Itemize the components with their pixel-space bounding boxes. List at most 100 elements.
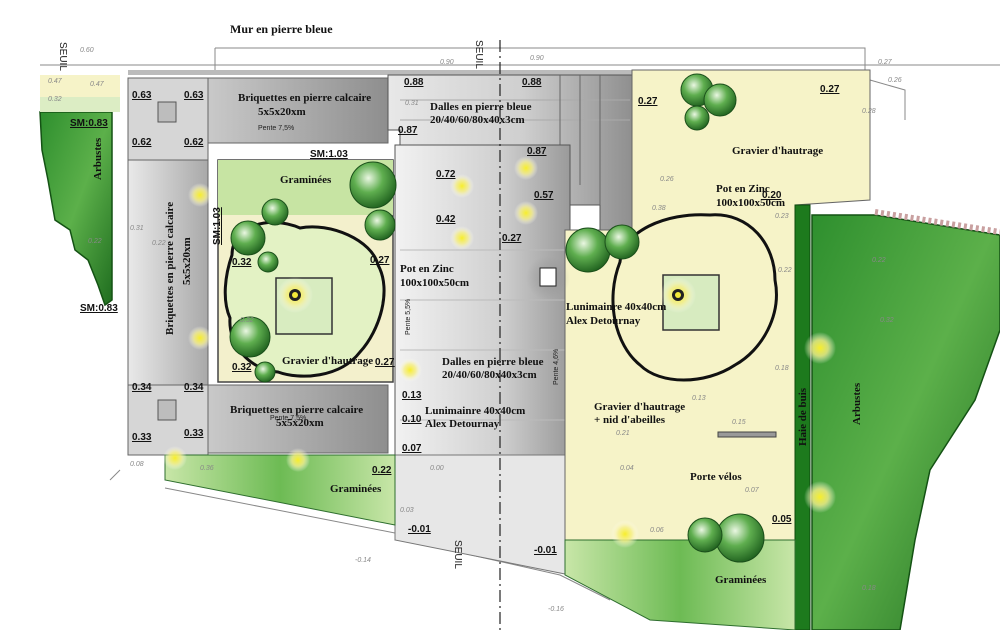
dim: SM:0.83 <box>80 303 118 314</box>
dim: 0.34 <box>184 382 204 393</box>
hedge-buis <box>794 204 811 630</box>
dim: SM:1.03 <box>310 149 348 160</box>
dim: 0.62 <box>132 137 152 148</box>
spot-level: 0.60 <box>80 47 94 54</box>
spot-level: 0.04 <box>620 465 634 472</box>
dim: 0.63 <box>184 90 204 101</box>
pot-right-title: Pot en Zinc <box>716 183 770 195</box>
dim: -0.01 <box>534 545 557 556</box>
dim: 0.20 <box>762 190 782 201</box>
spot-level: 0.00 <box>430 465 444 472</box>
gravier-right-top: Gravier d'hautrage <box>732 145 823 157</box>
dim: 0.62 <box>184 137 204 148</box>
dim: 0.87 <box>527 146 547 157</box>
spot-level: 0.32 <box>48 96 62 103</box>
briq-side-size: 5x5x20xm <box>181 237 193 285</box>
spot-level: 0.26 <box>660 176 674 183</box>
spot-level: 0.08 <box>130 461 144 468</box>
pot-left-title: Pot en Zinc <box>400 263 454 275</box>
dim: 0.05 <box>772 514 792 525</box>
dim: 0.27 <box>638 96 658 107</box>
pot-right-size: 100x100x50cm <box>716 197 785 209</box>
spot-level: 0.90 <box>530 55 544 62</box>
slope-a: Pente 5,5% <box>405 299 412 335</box>
briq-top-slope: Pente 7,5% <box>258 125 294 132</box>
lumi-right-title: Lunimainre 40x40cm <box>566 301 666 313</box>
dim: 0.27 <box>820 84 840 95</box>
briquettes-band-top <box>207 77 389 144</box>
spot-level: 0.28 <box>862 108 876 115</box>
spot-level: 0.36 <box>200 465 214 472</box>
dim: 0.33 <box>132 432 152 443</box>
spot-level: -0.16 <box>548 606 564 613</box>
dim: 0.32 <box>232 362 252 373</box>
dalles-top-title: Dalles en pierre bleue <box>430 101 532 113</box>
briq-bot-size: 5x5x20xm <box>276 417 324 429</box>
seuil-bottom-label: SEUIL <box>452 540 463 569</box>
grass-strip-bottom-left <box>164 454 396 526</box>
spot-level: 0.90 <box>440 59 454 66</box>
dimension-labels: SM:0.83 SM:0.83 0.63 0.63 0.62 0.62 SM:1… <box>70 77 840 556</box>
velos-label: Porte vélos <box>690 471 742 483</box>
spot-level: 0.13 <box>692 395 706 402</box>
slope-b: Pente 4,6% <box>553 349 560 385</box>
seuil-mid-label: SEUIL <box>473 40 484 69</box>
dim: 0.32 <box>232 257 252 268</box>
spot-level: 0.31 <box>130 225 144 232</box>
pot-left-size: 100x100x50cm <box>400 277 469 289</box>
light-fixtures <box>163 156 836 548</box>
dalles-mid-size: 20/40/60/80x40x3cm <box>442 369 537 381</box>
briq-bot-slope: Pente 7,5% <box>270 415 306 422</box>
dim: 0.13 <box>402 390 422 401</box>
shrub-bed-left <box>39 75 120 307</box>
briquettes-band-bottom <box>207 384 389 454</box>
dim: 0.33 <box>184 428 204 439</box>
haie-label: Haie de buis <box>797 387 809 446</box>
dim: 0.27 <box>375 357 395 368</box>
gravier-right-mid: Gravier d'hautrage <box>594 401 685 413</box>
spot-level: 0.32 <box>880 317 894 324</box>
briq-bot-title: Briquettes en pierre calcaire <box>230 404 363 416</box>
dim: 0.42 <box>436 214 456 225</box>
dim: 0.34 <box>132 382 152 393</box>
spot-level: 0.38 <box>652 205 666 212</box>
spot-level: 0.21 <box>616 430 630 437</box>
spot-level: 0.07 <box>745 487 760 494</box>
dim: 0.27 <box>502 233 522 244</box>
spot-level: 0.22 <box>872 257 886 264</box>
spot-level: 0.22 <box>152 240 166 247</box>
spot-level: 0.23 <box>775 213 789 220</box>
dim: 0.57 <box>534 190 554 201</box>
graminees-top: Graminées <box>280 174 332 186</box>
arbustes-right: Arbustes <box>851 382 863 425</box>
graminees-bot-left: Graminées <box>330 483 382 495</box>
briq-top-size: 5x5x20xm <box>258 106 306 118</box>
spot-level: 0.06 <box>650 527 664 534</box>
dim: 0.88 <box>404 77 424 88</box>
spot-level: 0.47 <box>90 81 105 88</box>
dim: SM:1.03 <box>212 207 223 245</box>
lumi-mid-title: Lunimainre 40x40cm <box>425 405 525 417</box>
spot-levels: 0.60 0.47 0.47 0.32 0.90 0.90 0.27 0.26 … <box>48 47 902 613</box>
dim: 0.72 <box>436 169 456 180</box>
dalles-mid-title: Dalles en pierre bleue <box>442 356 544 368</box>
wall-band <box>128 70 633 75</box>
seuil-left-label: SEUIL <box>57 42 68 71</box>
spot-level: 0.15 <box>732 419 746 426</box>
gravier-right-mid-2: + nid d'abeilles <box>594 414 666 426</box>
lumi-mid-sub: Alex Detournay <box>425 418 500 430</box>
dim: SM:0.83 <box>70 118 108 129</box>
shrub-bed-right <box>811 214 1000 630</box>
graminees-bot-right: Graminées <box>715 574 767 586</box>
lumi-right-sub: Alex Detournay <box>566 315 641 327</box>
dim: 0.87 <box>398 125 418 136</box>
dim: 0.88 <box>522 77 542 88</box>
spot-level: 0.32 <box>240 317 254 324</box>
spot-level: 0.18 <box>775 365 789 372</box>
arbustes-left: Arbustes <box>92 137 104 180</box>
gravier-left: Gravier d'hautrage <box>282 355 373 367</box>
dim: 0.07 <box>402 443 422 454</box>
spot-level: 0.31 <box>405 100 419 107</box>
dim: 0.63 <box>132 90 152 101</box>
